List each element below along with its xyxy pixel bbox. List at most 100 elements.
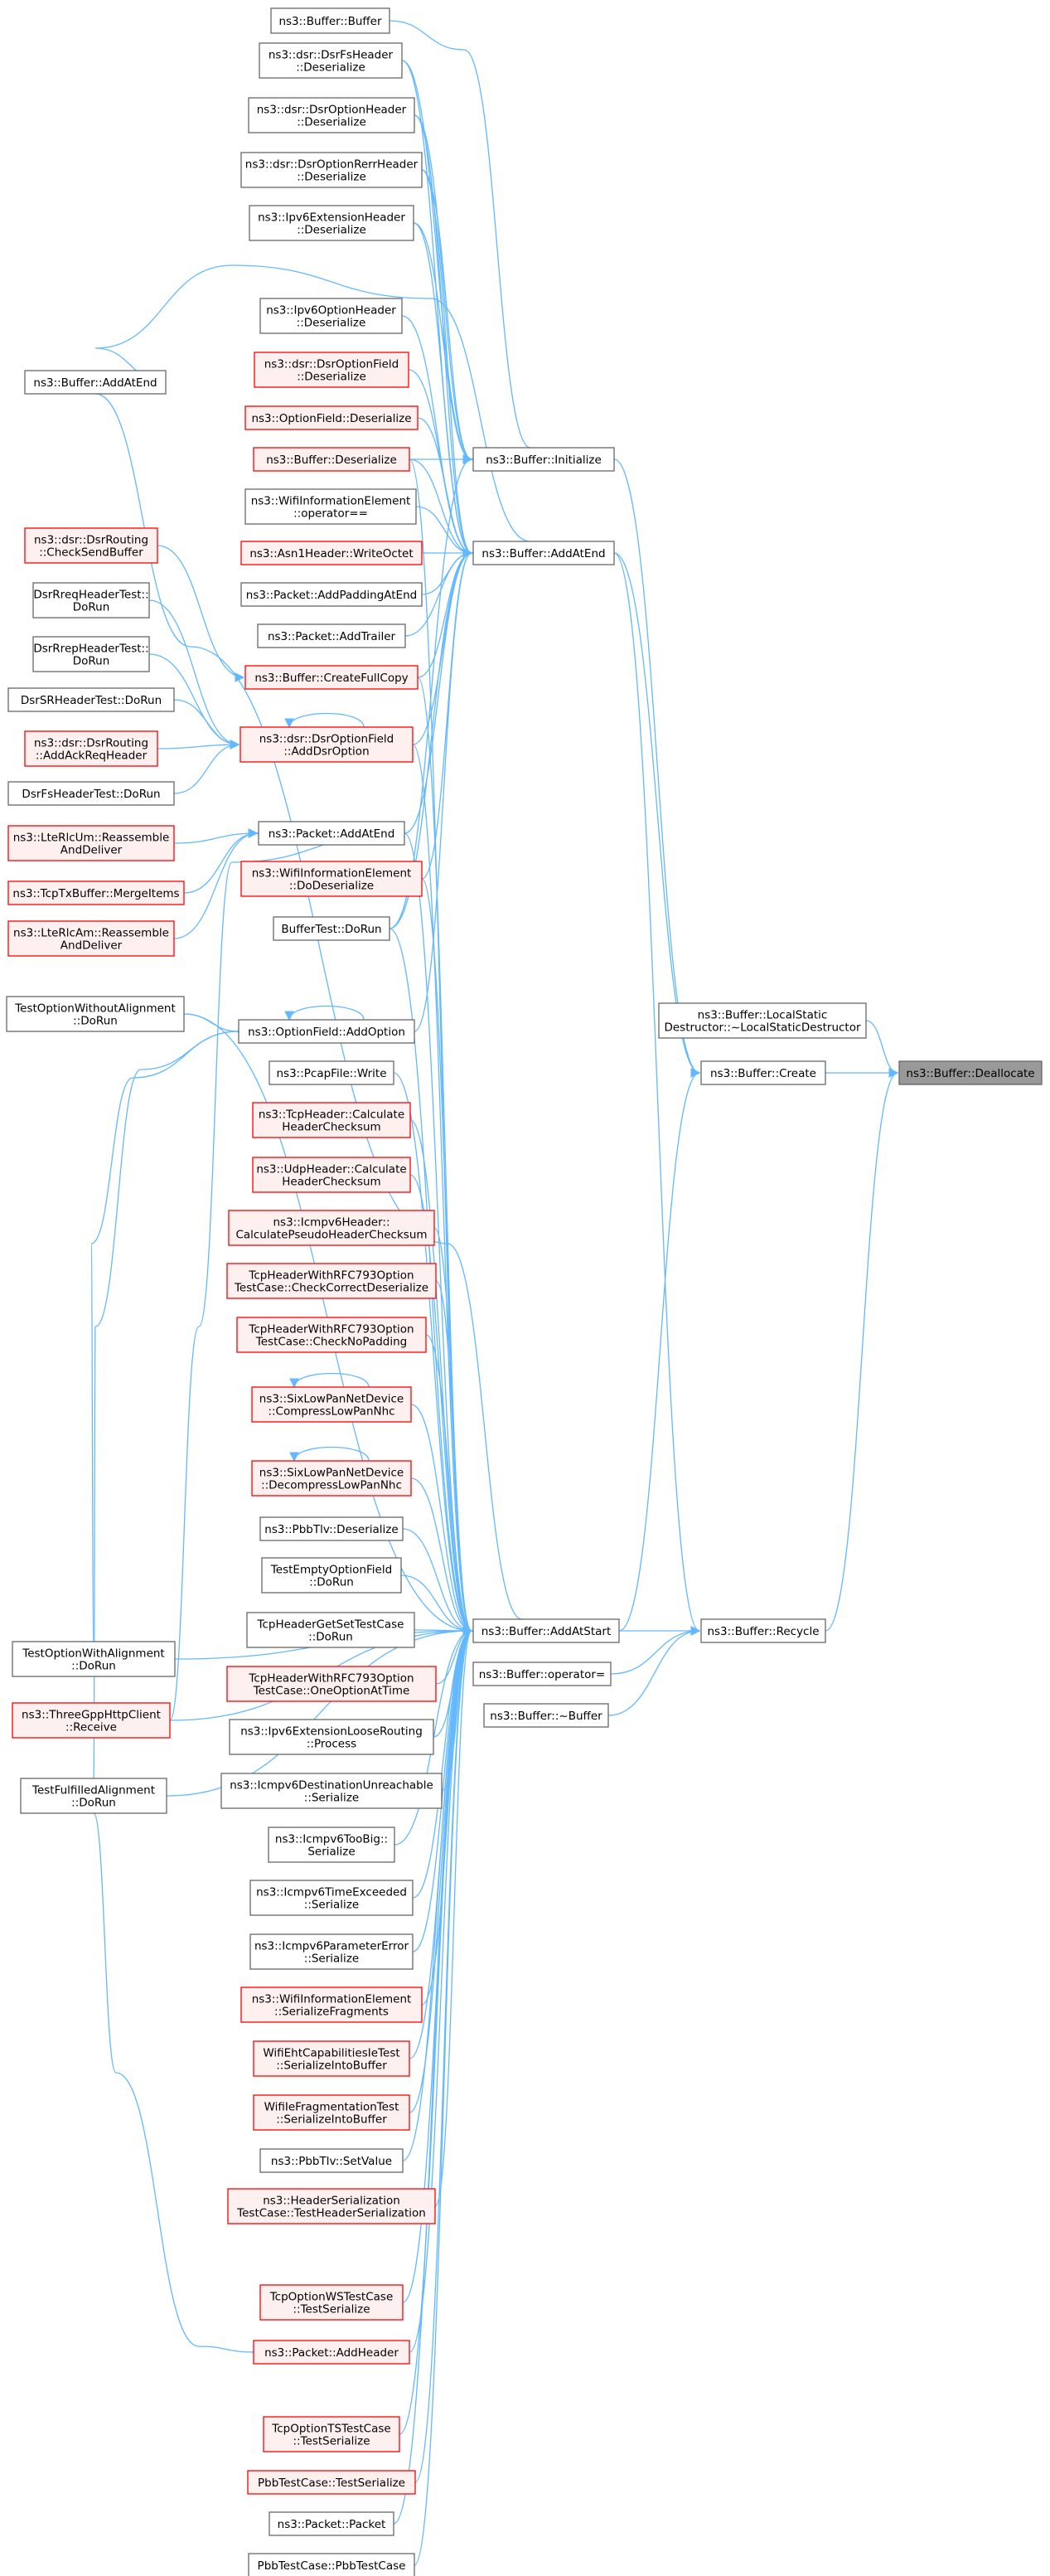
- node-label: AndDeliver: [60, 939, 123, 953]
- node-box: [898, 1060, 1043, 1085]
- node-ns3-dsr-dsrfsheader-deserialize[interactable]: ns3::dsr::DsrFsHeader::Deserialize: [259, 42, 403, 79]
- node-ns3-sixlowpannetdevice-decompresslowpannhc[interactable]: ns3::SixLowPanNetDevice::DecompressLowPa…: [251, 1460, 412, 1497]
- node-ns3-ipv6optionheader-deserialize[interactable]: ns3::Ipv6OptionHeader::Deserialize: [259, 298, 403, 334]
- node-ns3-dsr-dsroptionrerrheader-deserialize[interactable]: ns3::dsr::DsrOptionRerrHeader::Deseriali…: [240, 152, 423, 188]
- node-tcpoptiontstestcase-testserialize[interactable]: TcpOptionTSTestCase::TestSerialize: [263, 2416, 400, 2452]
- node-testoptionwithoutalignment-dorun[interactable]: TestOptionWithoutAlignment::DoRun: [6, 996, 185, 1032]
- node-label: ::operator==: [293, 507, 368, 521]
- node-box: [226, 1263, 437, 1299]
- node-ns3-buffer-createfullcopy[interactable]: ns3::Buffer::CreateFullCopy: [244, 665, 419, 690]
- node-label: PbbTestCase::PbbTestCase: [258, 2559, 406, 2573]
- node-buffertest-dorun[interactable]: BufferTest::DoRun: [273, 916, 390, 941]
- node-testfulfilledalignment-dorun[interactable]: TestFulfilledAlignment::DoRun: [20, 1778, 167, 1814]
- node-box: [472, 1618, 620, 1643]
- node-ns3-dsr-dsroptionfield-adddsroption[interactable]: ns3::dsr::DsrOptionField::AddDsrOption: [240, 726, 414, 763]
- edge-n19-bae: [414, 548, 473, 1032]
- node-ns3-pcapfile-write[interactable]: ns3::PcapFile::Write: [269, 1060, 394, 1085]
- node-ns3-buffer-addatend[interactable]: ns3::Buffer::AddAtEnd: [472, 541, 615, 565]
- node-tcpoptionwstestcase-testserialize[interactable]: TcpOptionWSTestCase::TestSerialize: [259, 2284, 404, 2321]
- node-ns3-wifiinformationelement-operator[interactable]: ns3::WifiInformationElement::operator==: [244, 488, 417, 525]
- edge-n18-bae: [389, 548, 473, 929]
- node-box: [259, 42, 403, 79]
- node-tcpheadergetsettestcase-dorun[interactable]: TcpHeaderGetSetTestCase::DoRun: [246, 1612, 415, 1648]
- node-ns3-buffer-operator[interactable]: ns3::Buffer::operator=: [472, 1662, 612, 1686]
- node-label: ns3::WifiInformationElement: [252, 867, 412, 880]
- node-ns3-buffer-initialize[interactable]: ns3::Buffer::Initialize: [472, 447, 615, 472]
- node-pbbtestcase-testserialize[interactable]: PbbTestCase::TestSerialize: [247, 2470, 416, 2495]
- node-box: [249, 1880, 414, 1916]
- node-ns3-optionfield-deserialize[interactable]: ns3::OptionField::Deserialize: [244, 405, 419, 430]
- node-ns3-buffer-addatend[interactable]: ns3::Buffer::AddAtEnd: [24, 370, 167, 395]
- node-tcpheaderwithrfc793option-testcase-checkcorrectdeserialize[interactable]: TcpHeaderWithRFC793OptionTestCase::Check…: [226, 1263, 437, 1299]
- node-ns3-threegpphttpclient-receive[interactable]: ns3::ThreeGppHttpClient::Receive: [12, 1702, 171, 1739]
- node-ns3-packet-addatend[interactable]: ns3::Packet::AddAtEnd: [258, 821, 405, 846]
- node-dsrrrepheadertest-dorun[interactable]: DsrRrepHeaderTest::DoRun: [32, 636, 150, 672]
- node-label: ::Deserialize: [297, 371, 366, 384]
- node-ns3-dsr-dsrrouting-checksendbuffer[interactable]: ns3::dsr::DsrRouting::CheckSendBuffer: [24, 527, 158, 564]
- node-ns3-packet-addtrailer[interactable]: ns3::Packet::AddTrailer: [257, 623, 406, 648]
- node-wifiehtcapabilitiesietest-serializeintobuffer[interactable]: WifiEhtCapabilitiesIeTest::SerializeInto…: [253, 2040, 410, 2077]
- node-ns3-dsr-dsroptionfield-deserialize[interactable]: ns3::dsr::DsrOptionField::Deserialize: [254, 352, 409, 388]
- node-box: [244, 488, 417, 525]
- node-ns3-buffer-create[interactable]: ns3::Buffer::Create: [700, 1060, 826, 1085]
- node-ns3-asn1header-writeoctet[interactable]: ns3::Asn1Header::WriteOctet: [240, 541, 423, 565]
- node-dsrfsheadertest-dorun[interactable]: DsrFsHeaderTest::DoRun: [7, 781, 175, 806]
- edge-n26-n26: [289, 1372, 370, 1389]
- node-ns3-wifiinformationelement-serializefragments[interactable]: ns3::WifiInformationElement::SerializeFr…: [240, 1987, 423, 2023]
- node-ns3-packet-packet[interactable]: ns3::Packet::Packet: [269, 2511, 394, 2536]
- node-label: ns3::Packet::Packet: [278, 2518, 386, 2531]
- node-ns3-icmpv6toobig-serialize[interactable]: ns3::Icmpv6TooBig::Serialize: [268, 1826, 395, 1863]
- node-label: TestCase::CheckNoPadding: [255, 1336, 407, 1349]
- node-ns3-wifiinformationelement-dodeserialize[interactable]: ns3::WifiInformationElement::DoDeseriali…: [240, 861, 423, 897]
- node-ns3-dsr-dsrrouting-addackreqheader[interactable]: ns3::dsr::DsrRouting::AddAckReqHeader: [24, 730, 158, 767]
- node-ns3-pbbtlv-deserialize[interactable]: ns3::PbbTlv::Deserialize: [259, 1516, 404, 1541]
- edge-n2-bae: [401, 60, 473, 558]
- edge-l5-n15: [173, 699, 240, 750]
- edge-bae-bc: [613, 552, 701, 1078]
- node-ns3-dsr-dsroptionheader-deserialize[interactable]: ns3::dsr::DsrOptionHeader::Deserialize: [248, 97, 415, 133]
- node-label: WifiIeFragmentationTest: [264, 2101, 399, 2114]
- node-box: [240, 1987, 423, 2023]
- node-ns3-packet-addheader[interactable]: ns3::Packet::AddHeader: [253, 2340, 410, 2365]
- node-wifiiefragmentationtest-serializeintobuffer[interactable]: WifiIeFragmentationTest::SerializeIntoBu…: [253, 2094, 410, 2131]
- node-ns3-icmpv6header-calculatepseudoheaderchecksum[interactable]: ns3::Icmpv6Header::CalculatePseudoHeader…: [228, 1210, 435, 1246]
- node-testemptyoptionfield-dorun[interactable]: TestEmptyOptionField::DoRun: [261, 1557, 402, 1594]
- edge-l12-n19: [90, 1026, 246, 1660]
- edge-l3-n15: [148, 599, 240, 750]
- node-testoptionwithalignment-dorun[interactable]: TestOptionWithAlignment::DoRun: [12, 1641, 176, 1677]
- node-ns3-sixlowpannetdevice-compresslowpannhc[interactable]: ns3::SixLowPanNetDevice::CompressLowPanN…: [251, 1386, 412, 1423]
- node-ns3-buffer-buffer[interactable]: ns3::Buffer::~Buffer: [483, 1703, 609, 1728]
- node-ns3-icmpv6timeexceeded-serialize[interactable]: ns3::Icmpv6TimeExceeded::Serialize: [249, 1880, 414, 1916]
- node-ns3-buffer-recycle[interactable]: ns3::Buffer::Recycle: [700, 1618, 826, 1643]
- node-ns3-ipv6extensionlooserouting-process[interactable]: ns3::Ipv6ExtensionLooseRouting::Process: [229, 1719, 434, 1755]
- node-ns3-packet-addpaddingatend[interactable]: ns3::Packet::AddPaddingAtEnd: [240, 582, 423, 607]
- node-ns3-buffer-localstatic-destructor-localstaticdestructor[interactable]: ns3::Buffer::LocalStaticDestructor::~Loc…: [658, 1002, 867, 1039]
- node-dsrsrheadertest-dorun[interactable]: DsrSRHeaderTest::DoRun: [7, 687, 175, 712]
- node-dsrrreqheadertest-dorun[interactable]: DsrRreqHeaderTest::DoRun: [32, 582, 150, 619]
- node-tcpheaderwithrfc793option-testcase-oneoptionattime[interactable]: TcpHeaderWithRFC793OptionTestCase::OneOp…: [226, 1666, 437, 1702]
- node-ns3-optionfield-addoption[interactable]: ns3::OptionField::AddOption: [238, 1019, 415, 1044]
- node-ns3-icmpv6parametererror-serialize[interactable]: ns3::Icmpv6ParameterError::Serialize: [249, 1933, 414, 1970]
- node-pbbtestcase-pbbtestcase[interactable]: PbbTestCase::PbbTestCase: [248, 2553, 415, 2576]
- node-ns3-headerserialization-testcase-testheaderserialization[interactable]: ns3::HeaderSerializationTestCase::TestHe…: [227, 2188, 436, 2224]
- node-ns3-pbbtlv-setvalue[interactable]: ns3::PbbTlv::SetValue: [259, 2148, 404, 2173]
- node-ns3-icmpv6destinationunreachable-serialize[interactable]: ns3::Icmpv6DestinationUnreachable::Seria…: [220, 1773, 443, 1809]
- node-ns3-buffer-addatstart[interactable]: ns3::Buffer::AddAtStart: [472, 1618, 620, 1643]
- node-box: [273, 916, 390, 941]
- node-label: ::Serialize: [304, 1899, 359, 1912]
- node-ns3-buffer-buffer[interactable]: ns3::Buffer::Buffer: [270, 7, 390, 34]
- node-tcpheaderwithrfc793option-testcase-checknopadding[interactable]: TcpHeaderWithRFC793OptionTestCase::Check…: [236, 1317, 427, 1353]
- node-label: DsrRrepHeaderTest::: [33, 643, 148, 656]
- node-ns3-ipv6extensionheader-deserialize[interactable]: ns3::Ipv6ExtensionHeader::Deserialize: [249, 205, 414, 241]
- node-box: [483, 1703, 609, 1728]
- node-label: ns3::UdpHeader::Calculate: [256, 1163, 406, 1176]
- edge-l2-n14: [157, 545, 245, 682]
- node-ns3-buffer-deallocate[interactable]: ns3::Buffer::Deallocate: [898, 1060, 1043, 1085]
- node-box: [240, 582, 423, 607]
- node-ns3-buffer-deserialize[interactable]: ns3::Buffer::Deserialize: [253, 447, 410, 472]
- node-ns3-tcptxbuffer-mergeitems[interactable]: ns3::TcpTxBuffer::MergeItems: [7, 880, 185, 905]
